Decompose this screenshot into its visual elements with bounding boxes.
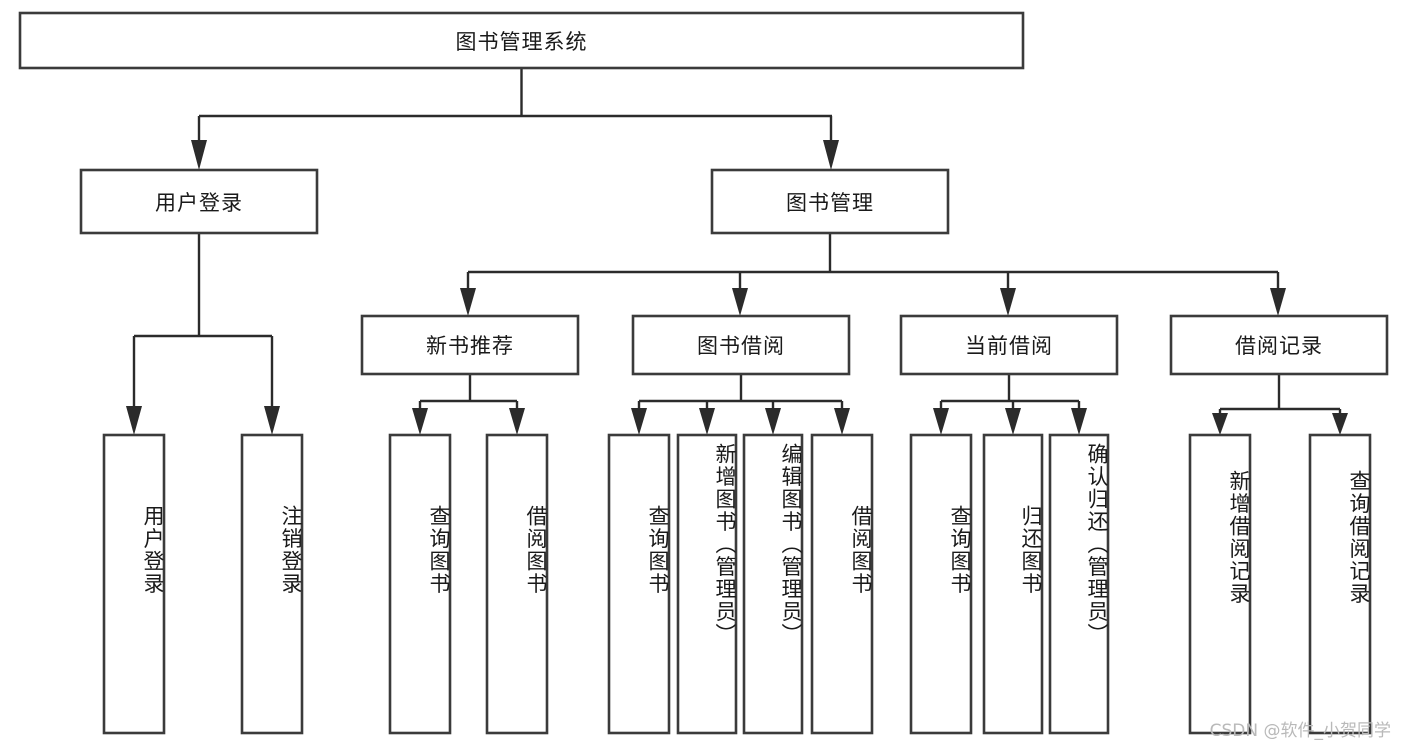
node-box-new-book-recommend[interactable] [360, 314, 580, 376]
connector-group-user-login [126, 233, 280, 435]
arrow-br-c2-icon [1332, 413, 1348, 435]
arrow-bm-to-current-borrow-icon [1000, 288, 1016, 316]
node-box-leaf-query-book-borrow[interactable] [607, 433, 671, 735]
arrow-nbr-c2-icon [509, 408, 525, 435]
node-box-leaf-add-borrow-record[interactable] [1188, 433, 1252, 735]
arrow-cb-c2-icon [1005, 408, 1021, 435]
connector-group-current-borrow [933, 374, 1087, 435]
node-box-current-borrow[interactable] [899, 314, 1119, 376]
arrow-user-login-c1-icon [126, 406, 142, 435]
arrow-nbr-c1-icon [412, 408, 428, 435]
node-box-leaf-query-book-recommend[interactable] [388, 433, 452, 735]
node-box-leaf-user-logout[interactable] [240, 433, 304, 735]
connector-group-root [191, 68, 839, 170]
node-box-leaf-query-book-current[interactable] [909, 433, 973, 735]
node-box-book-borrow[interactable] [631, 314, 851, 376]
arrow-bb-c3-icon [765, 408, 781, 435]
node-box-leaf-query-borrow-record[interactable] [1308, 433, 1372, 735]
node-box-leaf-return-book[interactable] [982, 433, 1044, 735]
arrow-bm-to-new-book-recommend-icon [460, 288, 476, 316]
arrow-root-to-book-management-icon [823, 140, 839, 170]
arrow-root-to-user-login-icon [191, 140, 207, 170]
arrow-bm-to-borrow-record-icon [1270, 288, 1286, 316]
connector-group-book-borrow [631, 374, 850, 435]
node-box-root[interactable] [18, 11, 1025, 70]
arrow-br-c1-icon [1212, 413, 1228, 435]
node-box-user-login[interactable] [79, 168, 319, 235]
node-box-leaf-borrow-book-recommend[interactable] [485, 433, 549, 735]
arrow-bb-c4-icon [834, 408, 850, 435]
node-box-book-management[interactable] [710, 168, 950, 235]
node-box-leaf-edit-book-admin[interactable] [742, 433, 804, 735]
node-box-leaf-confirm-return-admin[interactable] [1048, 433, 1110, 735]
connector-group-new-book-recommend [412, 374, 525, 435]
arrow-bb-c2-icon [699, 408, 715, 435]
arrow-bm-to-book-borrow-icon [732, 288, 748, 316]
node-box-borrow-record[interactable] [1169, 314, 1389, 376]
arrow-user-login-c2-icon [264, 406, 280, 435]
node-box-leaf-borrow-book[interactable] [810, 433, 874, 735]
node-box-leaf-user-login[interactable] [102, 433, 166, 735]
arrow-cb-c1-icon [933, 408, 949, 435]
arrow-bb-c1-icon [631, 408, 647, 435]
node-box-leaf-add-book-admin[interactable] [676, 433, 738, 735]
arrow-cb-c3-icon [1071, 408, 1087, 435]
connector-group-borrow-record [1212, 374, 1348, 435]
connector-group-book-management [460, 233, 1286, 316]
